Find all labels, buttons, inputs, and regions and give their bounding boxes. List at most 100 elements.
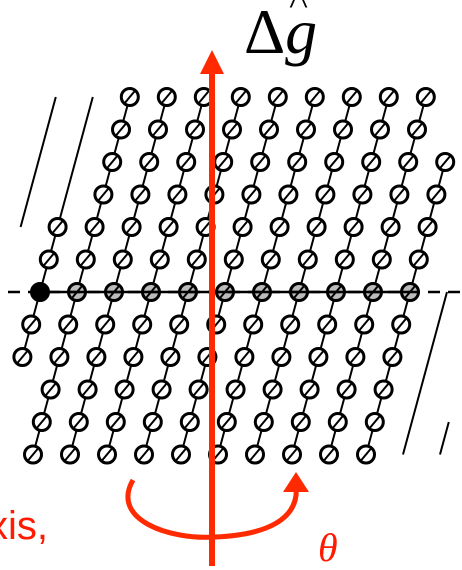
lattice-point-stroke [161,90,173,104]
lattice-point-stroke [376,252,388,267]
lattice-point-stroke [273,220,286,234]
reciprocal-lattice [12,87,456,465]
lattice-point-stroke [110,415,122,429]
lattice-point-stroke [155,382,168,397]
lattice-point-stroke [340,382,353,397]
lattice-point-stroke [143,155,155,169]
lattice-point-stroke [295,415,307,429]
lattice-point-stroke [263,122,275,137]
lattice-point-stroke [127,350,140,364]
lattice-point-stroke [282,187,295,202]
lattice-point-stroke [303,382,316,397]
lattice-point-stroke [88,220,101,234]
lattice-point-stroke [192,382,205,397]
lattice-point-stroke [347,220,360,234]
lattice-point-stroke [62,317,74,332]
lattice-point-stroke [152,122,164,137]
lattice-point-stroke [138,447,150,462]
lattice-point-stroke [339,252,351,267]
lattice-point-stroke [254,155,266,169]
lattice-point-stroke [175,447,187,462]
lattice-point-stroke [189,122,201,137]
lattice-point-stroke [238,350,251,364]
lattice-point-stroke [272,90,284,104]
lattice-point-stroke [162,220,175,234]
lattice-row-line [180,96,279,455]
lattice-point-stroke [421,220,434,234]
lattice-point-stroke [44,382,57,397]
lattice-point-stroke [147,415,159,429]
lattice-point-stroke [369,415,381,429]
hat-symbol: ^ [289,0,308,24]
lattice-point-stroke [53,350,66,364]
lattice-point-stroke [291,155,303,169]
lattice-point-stroke [236,220,249,234]
lattice-row-line [291,96,390,455]
lattice-point-stroke [377,382,390,397]
lattice-point-stroke [217,155,229,169]
rotation-arrowhead [283,472,309,492]
lattice-point-stroke [395,317,407,332]
lattice-point-stroke [321,317,333,332]
lattice-point-stroke [171,187,184,202]
lattice-point-stroke [51,220,64,234]
lattice-point-stroke [286,447,298,462]
lattice-point-stroke [360,447,372,462]
lattice-point-stroke [199,220,212,234]
lattice-point-stroke [164,350,177,364]
lattice-row-line [32,96,131,455]
lattice-point-stroke [106,155,118,169]
lattice-point-stroke [198,90,210,104]
lattice-point-stroke [332,415,344,429]
lattice-point-stroke [180,155,192,169]
lattice-point-stroke [173,317,185,332]
lattice-point-stroke [27,447,39,462]
lattice-row-line [365,161,447,455]
lattice-point-stroke [97,187,110,202]
lattice-point-stroke [245,187,258,202]
lattice-point-stroke [312,350,325,364]
lattice-point-stroke [302,252,314,267]
lattice-point-stroke [346,90,358,104]
theta-label: θ [318,525,338,570]
lattice-point-stroke [393,187,406,202]
lattice-point-stroke [115,122,127,137]
lattice-row-line [19,96,57,228]
lattice-point-stroke [99,317,111,332]
delta-symbol: Δ [244,0,286,67]
g-symbol: g^ [285,0,317,67]
lattice-point-stroke [384,220,397,234]
lattice-point-stroke [328,155,340,169]
lattice-point-stroke [337,122,349,137]
lattice-point-stroke [439,155,451,169]
lattice-point-stroke [356,187,369,202]
lattice-point-stroke [191,252,203,267]
lattice-point-stroke [365,155,377,169]
lattice-point-stroke [80,252,92,267]
lattice-point-stroke [383,90,395,104]
lattice-row-line [439,421,450,455]
lattice-point-stroke [413,252,425,267]
lattice-point-stroke [411,122,423,137]
lattice-point-stroke [249,447,261,462]
lattice-point-stroke [228,252,240,267]
lattice-row-line [217,96,316,455]
lattice-point-stroke [117,252,129,267]
lattice-point-stroke [358,317,370,332]
lattice-point-stroke [266,382,279,397]
lattice-point-stroke [90,350,103,364]
lattice-point-stroke [402,155,414,169]
lattice-point-stroke [258,415,270,429]
lattice-point-stroke [265,252,277,267]
lattice-point-stroke [235,90,247,104]
lattice-row-line [328,96,427,455]
lattice-row-line [143,96,242,455]
lattice-row-line [106,96,205,455]
lattice-point-stroke [43,252,55,267]
lattice-point-stroke [136,317,148,332]
lattice-point-stroke [229,382,242,397]
lattice-row-line [69,96,168,455]
lattice-point-stroke [73,415,85,429]
lattice-point-stroke [184,415,196,429]
